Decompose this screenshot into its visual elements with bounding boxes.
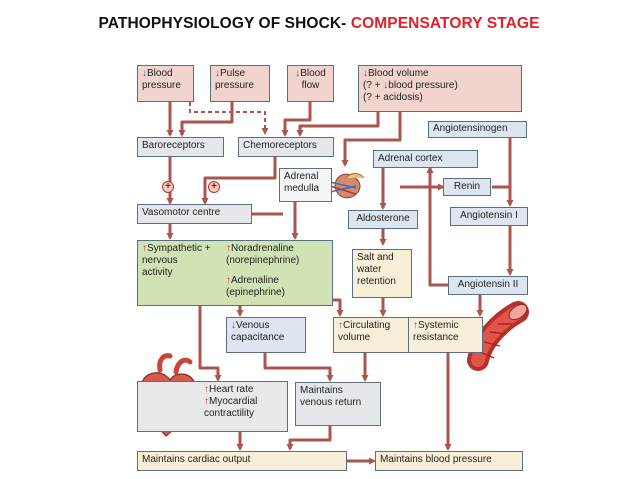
arrow-return-co — [286, 426, 332, 451]
blood-pressure-label: Blood pressure — [142, 68, 181, 91]
down-arrow-icon: ↓ — [215, 68, 220, 79]
node-angiotensinogen: Angiotensinogen — [428, 121, 527, 138]
node-chemoreceptors: Chemoreceptors — [238, 137, 334, 157]
down-arrow-icon: ↓ — [383, 80, 389, 91]
title-main: PATHOPHYSIOLOGY OF SHOCK- — [98, 15, 351, 32]
sympathetic-label: Sympathetic + nervous activity — [142, 243, 211, 278]
contractility-label: Myocardial contractility — [204, 396, 258, 419]
up-arrow-icon: ↑ — [338, 320, 343, 331]
venous-return-label: Maintains venous return — [300, 385, 362, 408]
adrenal-cortex-label: Adrenal cortex — [378, 153, 443, 164]
node-cardiac-output: Maintains cardiac output — [137, 451, 347, 471]
aldosterone-label: Aldosterone — [356, 213, 410, 224]
arrow-chemo-vaso — [201, 157, 277, 205]
node-blood-pressure-out: Maintains blood pressure — [375, 451, 523, 471]
node-blood-volume: ↓Blood volume(? + ↓blood pressure)(? + a… — [358, 65, 522, 112]
node-venous-return: Maintains venous return — [295, 382, 381, 426]
vasomotor-centre-label: Vasomotor centre — [142, 207, 221, 218]
blood-volume-line2c: blood pressure) — [388, 80, 458, 91]
node-venous-capacitance: ↓Venous capacitance — [226, 317, 306, 353]
sympathetic-left: ↑Sympathetic + nervous activity — [142, 243, 211, 279]
angiotensin-2-label: Angiotensin II — [457, 279, 519, 290]
renin-label: Renin — [453, 181, 481, 192]
node-salt-water: Salt and water retention — [352, 249, 412, 298]
circulating-volume-label: Circulating volume — [338, 320, 391, 343]
node-baroreceptors: Baroreceptors — [137, 137, 224, 157]
down-arrow-icon: ↓ — [142, 68, 147, 79]
adrenaline-label: Adrenaline (epinephrine) — [226, 275, 285, 298]
node-heart-rate: ↑Heart rate↑Myocardial contractility — [137, 381, 288, 432]
cardiac-output-label: Maintains cardiac output — [142, 454, 251, 465]
venous-capacitance-label: Venous capacitance — [231, 320, 285, 343]
node-vasomotor-centre: Vasomotor centre — [137, 204, 252, 224]
salt-water-label: Salt and water retention — [357, 252, 396, 287]
baroreceptors-label: Baroreceptors — [142, 140, 205, 151]
plus-icon: + — [208, 181, 220, 193]
up-arrow-icon: ↑ — [413, 320, 418, 331]
node-pulse-pressure: ↓Pulse pressure — [210, 65, 270, 102]
angiotensinogen-label: Angiotensinogen — [433, 123, 508, 134]
artery-icon — [467, 301, 529, 371]
node-angiotensin-2: Angiotensin II — [448, 276, 528, 295]
adrenal-medulla-label: Adrenal medulla — [284, 171, 320, 194]
chemoreceptors-label: Chemoreceptors — [243, 140, 317, 151]
title-accent: COMPENSATORY STAGE — [350, 15, 540, 32]
node-aldosterone: Aldosterone — [348, 210, 418, 229]
arrow-flow-chemo — [281, 102, 312, 137]
arrow-volume-chemo — [296, 112, 380, 137]
up-arrow-icon: ↑ — [204, 384, 209, 395]
blood-flow-label: Blood flow — [300, 68, 326, 91]
arrow-volume-medulla — [341, 112, 402, 167]
down-arrow-icon: ↓ — [363, 68, 368, 79]
node-blood-pressure: ↓Blood pressure — [137, 65, 194, 102]
up-arrow-icon: ↑ — [226, 243, 231, 254]
pulse-pressure-label: Pulse pressure — [215, 68, 254, 91]
up-arrow-icon: ↑ — [204, 396, 209, 407]
blood-volume-line3: (? + acidosis) — [363, 92, 423, 103]
node-sympathetic: ↑Sympathetic + nervous activity ↑Noradre… — [137, 240, 333, 306]
node-systemic-resistance: ↑Systemic resistance — [408, 317, 483, 353]
adrenaline-block: ↑Adrenaline (epinephrine) — [226, 275, 285, 299]
systemic-resistance-label: Systemic resistance — [413, 320, 459, 343]
node-adrenal-cortex: Adrenal cortex — [373, 150, 478, 168]
plus-icon: + — [162, 181, 174, 193]
blood-volume-label: Blood volume — [368, 68, 429, 79]
up-arrow-icon: ↑ — [142, 243, 147, 254]
down-arrow-icon: ↓ — [231, 320, 236, 331]
down-arrow-icon: ↓ — [295, 68, 301, 79]
node-renin: Renin — [443, 178, 491, 196]
node-angiotensin-1: Angiotensin I — [450, 207, 528, 226]
blood-pressure-out-label: Maintains blood pressure — [380, 454, 492, 465]
arrow-a2-cortex — [426, 166, 448, 287]
heart-rate-label: Heart rate — [209, 384, 254, 395]
up-arrow-icon: ↑ — [226, 275, 231, 286]
node-circulating-volume: ↑Circulating volume — [333, 317, 411, 353]
noradrenaline-block: ↑Noradrenaline (norepinephrine) — [226, 243, 299, 267]
arrow-bp-chemo-dashed — [189, 102, 269, 135]
node-adrenal-medulla: Adrenal medulla — [279, 168, 332, 202]
kidney-icon — [329, 173, 365, 199]
node-blood-flow: ↓Blood flow — [287, 65, 334, 102]
arrow-venous-return — [263, 353, 334, 382]
arrow-symp-heart — [198, 306, 222, 382]
page-title: PATHOPHYSIOLOGY OF SHOCK- COMPENSATORY S… — [0, 15, 638, 33]
noradrenaline-label: Noradrenaline (norepinephrine) — [226, 243, 300, 266]
angiotensin-1-label: Angiotensin I — [460, 210, 518, 221]
arrow-pulse-baro — [178, 102, 234, 137]
blood-volume-line2a: (? + — [363, 80, 384, 91]
